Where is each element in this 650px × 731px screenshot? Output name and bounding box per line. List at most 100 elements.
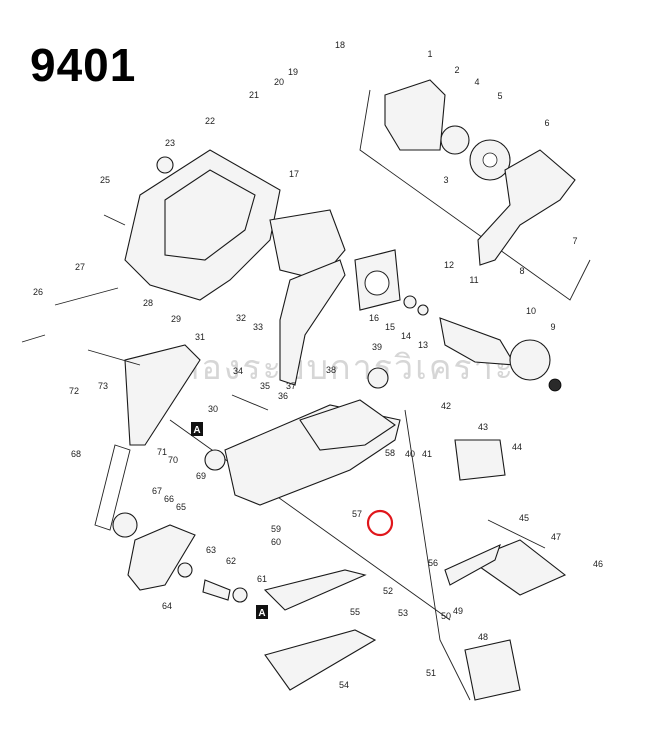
assembly-outline-top xyxy=(359,89,591,301)
part-label-11: 11 xyxy=(469,275,478,285)
pad-54 xyxy=(264,629,377,691)
part-label-12: 12 xyxy=(444,260,454,270)
belt-68 xyxy=(94,444,131,531)
part-label-22: 22 xyxy=(205,116,215,126)
roller-61 xyxy=(232,587,248,603)
part-label-19: 19 xyxy=(288,67,298,77)
part-label-26: 26 xyxy=(33,287,43,297)
spring-34 xyxy=(231,394,269,411)
inset-marker-top xyxy=(191,422,203,436)
part-label-25: 25 xyxy=(100,175,110,185)
roller-43 xyxy=(454,439,506,481)
part-label-14: 14 xyxy=(401,331,411,341)
part-label-21: 21 xyxy=(249,90,259,100)
lever-49 xyxy=(444,543,501,586)
assembly-outline-bottom xyxy=(404,409,471,701)
part-label-64: 64 xyxy=(162,601,172,611)
part-label-70: 70 xyxy=(168,455,178,465)
part-label-37: 37 xyxy=(286,381,296,391)
screw-73 xyxy=(87,349,141,366)
part-label-69: 69 xyxy=(196,471,206,481)
part-label-17: 17 xyxy=(289,169,299,179)
part-label-23: 23 xyxy=(165,138,175,148)
highlight-circle-57 xyxy=(366,509,394,537)
inset-marker-top-label: A xyxy=(193,425,200,436)
part-label-13: 13 xyxy=(418,340,428,350)
knob-23 xyxy=(156,156,174,174)
part-label-10: 10 xyxy=(526,306,536,316)
gear-housing-cover xyxy=(384,79,446,151)
part-label-45: 45 xyxy=(519,513,529,523)
inset-marker-bottom-label: A xyxy=(258,608,265,619)
pulley-69 xyxy=(204,449,226,471)
screw-25 xyxy=(103,214,126,226)
part-label-72: 72 xyxy=(69,386,79,396)
inset-marker-bottom xyxy=(256,605,268,619)
part-label-65: 65 xyxy=(176,502,186,512)
part-number-labels: 1234567891011121314151617181920212223252… xyxy=(33,40,603,690)
part-label-44: 44 xyxy=(512,442,522,452)
part-label-61: 61 xyxy=(257,574,267,584)
part-label-46: 46 xyxy=(593,559,603,569)
housing-inner xyxy=(164,169,256,261)
part-label-29: 29 xyxy=(171,314,181,324)
part-label-5: 5 xyxy=(497,91,502,101)
part-label-16: 16 xyxy=(369,313,379,323)
plate-60 xyxy=(263,569,367,611)
part-label-58: 58 xyxy=(385,448,395,458)
part-label-71: 71 xyxy=(157,447,167,457)
part-label-6: 6 xyxy=(544,118,549,128)
pulley-67 xyxy=(112,512,138,538)
part-label-30: 30 xyxy=(208,404,218,414)
part-label-50: 50 xyxy=(441,611,451,621)
part-label-63: 63 xyxy=(206,545,216,555)
shaft-27 xyxy=(54,287,119,306)
part-label-68: 68 xyxy=(71,449,81,459)
part-label-43: 43 xyxy=(478,422,488,432)
roller-48 xyxy=(464,639,521,701)
belt-cover-31 xyxy=(124,344,201,446)
part-label-28: 28 xyxy=(143,298,153,308)
part-label-48: 48 xyxy=(478,632,488,642)
part-label-66: 66 xyxy=(164,494,174,504)
part-label-52: 52 xyxy=(383,586,393,596)
part-label-3: 3 xyxy=(443,175,448,185)
part-label-62: 62 xyxy=(226,556,236,566)
part-label-40: 40 xyxy=(405,449,415,459)
part-label-27: 27 xyxy=(75,262,85,272)
part-label-33: 33 xyxy=(253,322,263,332)
part-label-56: 56 xyxy=(428,558,438,568)
part-label-73: 73 xyxy=(98,381,108,391)
part-label-20: 20 xyxy=(274,77,284,87)
pin-26 xyxy=(21,334,46,343)
part-label-35: 35 xyxy=(260,381,270,391)
part-label-15: 15 xyxy=(385,322,395,332)
part-label-53: 53 xyxy=(398,608,408,618)
part-label-60: 60 xyxy=(271,537,281,547)
part-label-67: 67 xyxy=(152,486,162,496)
part-label-4: 4 xyxy=(474,77,479,87)
part-label-54: 54 xyxy=(339,680,349,690)
part-label-38: 38 xyxy=(326,365,336,375)
part-label-41: 41 xyxy=(422,449,432,459)
part-label-39: 39 xyxy=(372,342,382,352)
gear-housing-65 xyxy=(127,524,196,591)
bearing-14 xyxy=(403,295,417,309)
fan xyxy=(440,125,470,155)
knob-39 xyxy=(367,367,389,389)
guide-plate-47 xyxy=(468,539,567,596)
baffle-hole xyxy=(482,152,498,168)
bearing-63 xyxy=(177,562,193,578)
shaft-45 xyxy=(487,519,546,549)
part-label-9: 9 xyxy=(550,322,555,332)
part-label-49: 49 xyxy=(453,606,463,616)
part-label-18: 18 xyxy=(335,40,345,50)
frame-top-plate xyxy=(299,399,396,451)
model-number: 9401 xyxy=(30,39,137,91)
part-label-55: 55 xyxy=(350,607,360,617)
armature xyxy=(439,317,517,366)
handle xyxy=(477,149,576,266)
part-label-59: 59 xyxy=(271,524,281,534)
